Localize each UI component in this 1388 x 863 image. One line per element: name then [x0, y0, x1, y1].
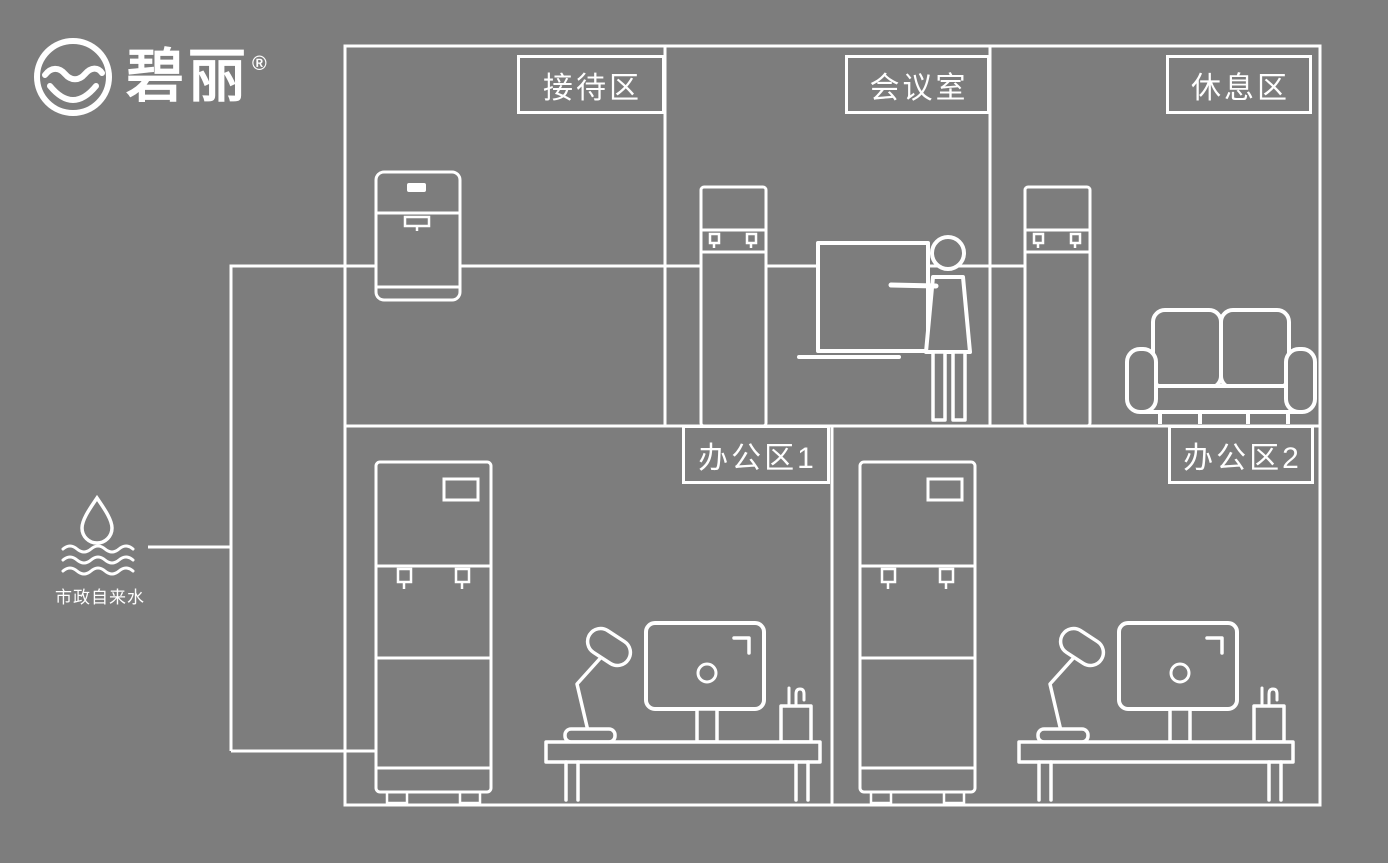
lounge-dispenser-icon — [1023, 185, 1092, 428]
room-label-office-2: 办公区2 — [1168, 425, 1314, 484]
room-label-reception: 接待区 — [517, 55, 665, 114]
room-label-meeting-room-text: 会议室 — [869, 71, 969, 105]
room-label-office-2-text: 办公区2 — [1183, 441, 1302, 475]
brand-name: 碧丽® — [126, 34, 267, 133]
room-label-reception-text: 接待区 — [543, 71, 642, 105]
room-label-lounge: 休息区 — [1166, 55, 1312, 114]
presenter-leg — [931, 350, 947, 422]
water-waves-icon — [61, 555, 135, 565]
brand-name-text: 碧丽 — [126, 44, 251, 109]
room-label-office-1: 办公区1 — [682, 425, 830, 484]
municipal-water-icon — [61, 494, 135, 576]
brand-logo-icon — [34, 38, 112, 116]
water-waves-icon — [61, 566, 135, 576]
meeting-room-dispenser-icon — [699, 185, 768, 428]
floor-plan-walls — [343, 44, 1322, 807]
office1-dispenser-icon — [374, 460, 493, 805]
whiteboard-icon — [816, 241, 930, 353]
presenter-at-whiteboard-icon — [797, 235, 972, 422]
office2-workstation-icon — [1017, 621, 1295, 802]
room-label-office-1-text: 办公区1 — [698, 441, 817, 475]
water-waves-icon — [61, 544, 135, 554]
water-source-label: 市政自来水 — [55, 588, 145, 607]
reception-dispenser-icon — [374, 170, 462, 302]
room-label-meeting-room: 会议室 — [845, 55, 990, 114]
office1-workstation-icon — [544, 621, 822, 802]
presenter-torso — [924, 275, 972, 354]
registered-trademark: ® — [252, 53, 267, 75]
presenter-arm — [888, 282, 939, 289]
water-drop-icon — [80, 494, 114, 545]
room-label-lounge-text: 休息区 — [1191, 71, 1290, 105]
sofa-icon — [1125, 308, 1317, 424]
presenter-leg — [951, 350, 967, 422]
office2-dispenser-icon — [858, 460, 977, 805]
presenter-head — [930, 235, 966, 271]
brand-logo: 碧丽® — [30, 34, 267, 133]
